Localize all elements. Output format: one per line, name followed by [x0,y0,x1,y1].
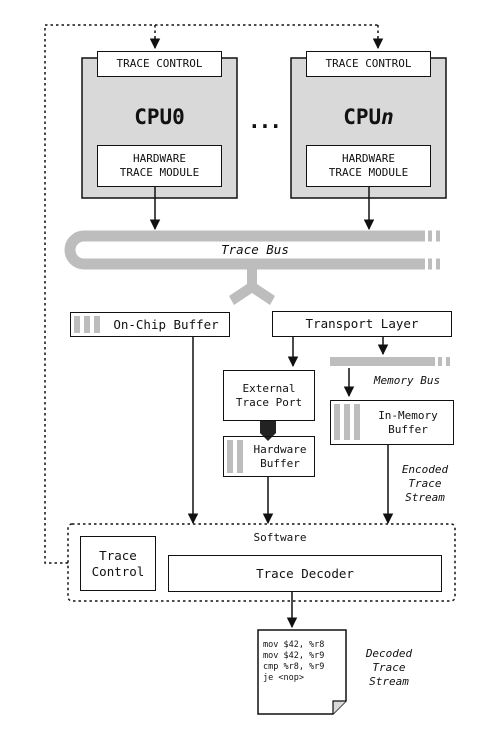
cpun-hardware-trace-module: HARDWARE TRACE MODULE [306,145,431,187]
decoded-line: mov $42, %r9 [263,651,325,661]
hardware-buffer-box [223,436,315,477]
in-memory-buffer-label: In-Memory Buffer [378,408,438,436]
on-chip-buffer-box [70,312,230,337]
trace-bus [64,230,425,270]
control-loop-line [44,24,378,564]
encoded-trace-stream-label: Encoded Trace Stream [401,463,449,504]
trace-bus-label: Trace Bus [221,242,289,258]
memory-bus-label: Memory Bus [373,374,441,388]
software-container [67,523,456,602]
software-trace-control: Trace Control [80,536,156,591]
decoded-line: mov $42, %r8 [263,640,325,650]
memory-bus [330,357,435,366]
on-chip-buffer-label: On-Chip Buffer [113,316,219,332]
external-trace-port: External Trace Port [223,370,315,421]
decoded-trace-stream-label: Decoded Trace Stream [365,647,413,688]
software-title: Software [253,531,307,545]
transport-layer: Transport Layer [272,311,452,337]
decoded-line: je <nop> [263,673,304,683]
port-connector [260,420,276,441]
in-memory-buffer-box [330,400,454,445]
decoded-line: cmp %r8, %r9 [263,662,325,672]
hardware-buffer-label: Hardware Buffer [253,442,307,470]
cpu-ellipsis: ... [248,108,282,133]
cpu0-trace-control: TRACE CONTROL [97,51,222,77]
cpu0-hardware-trace-module: HARDWARE TRACE MODULE [97,145,222,187]
trace-decoder: Trace Decoder [168,555,442,592]
cpu0-title: CPU0 [134,104,185,129]
cpun-trace-control: TRACE CONTROL [306,51,431,77]
bus-split [229,268,275,305]
